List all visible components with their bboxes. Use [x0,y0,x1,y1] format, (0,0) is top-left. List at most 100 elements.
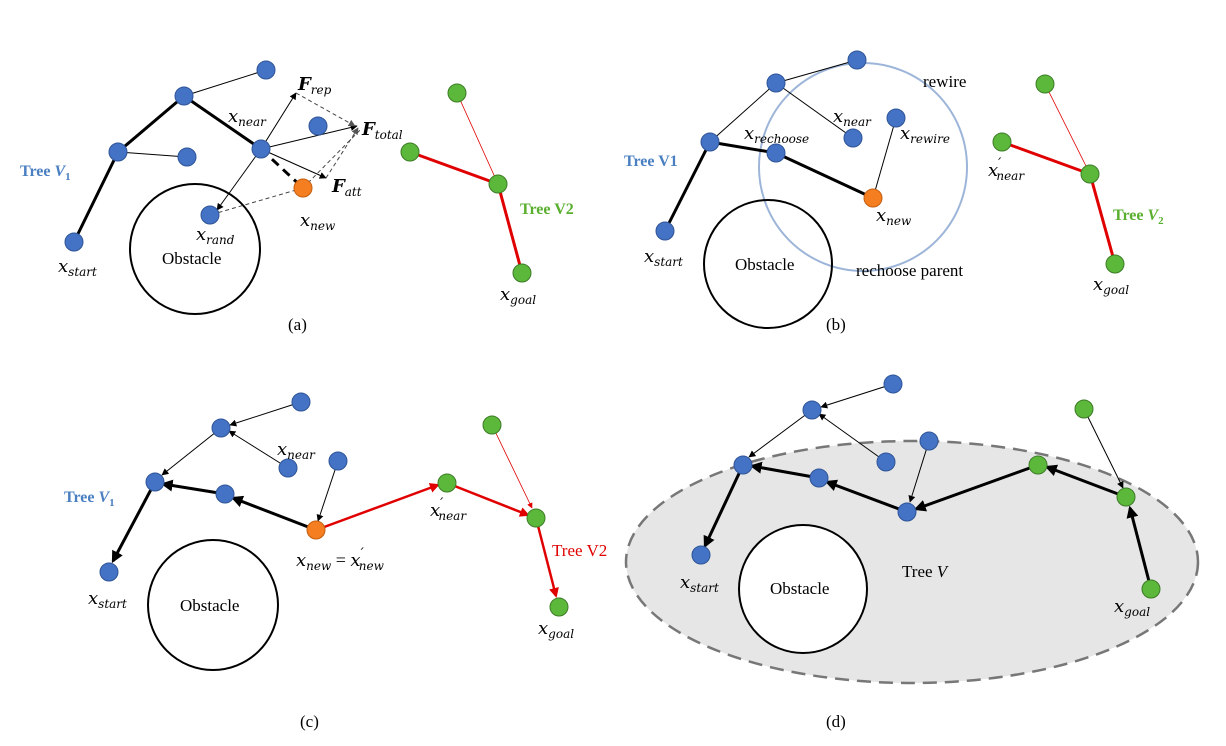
node [526,508,546,528]
node [256,60,276,80]
tree-main-path [703,461,1153,590]
node [328,451,348,471]
node-x-near [251,139,271,159]
tree-v1-path [663,140,874,232]
node-x-near-prime [992,132,1012,152]
node [308,116,328,136]
node-x-new [306,520,326,540]
rewire-label: rewire [923,72,966,91]
node-x-start [655,221,675,241]
panel-d-caption: (d) [826,712,846,731]
node [897,502,917,522]
obstacle-circle [703,199,833,329]
x-goal-label: xgoal [1114,596,1150,619]
tree-v2-label: Tree V2 [520,201,574,218]
tree-v2-path [315,481,559,598]
tree-v1-path [111,479,317,564]
obstacle-circle [129,183,261,315]
node-x-goal [512,263,532,283]
node [488,174,508,194]
obstacle-circle [147,539,279,671]
tree-v2-label: Tree V2 [552,541,607,560]
panel-b: Obstacle Tree V1 Tree V2 r [624,50,1164,334]
x-new-label: xnew [300,210,336,233]
node [211,418,231,438]
node [174,86,194,106]
node-x-start [99,562,119,582]
obstacle-circle [738,524,868,654]
x-new-label: xnew [876,205,912,228]
x-start-label: xstart [58,256,97,279]
tree-thin-edges [748,383,1124,503]
near-new-dashed-edge [259,147,305,190]
x-near-label: xnear [228,106,267,129]
node [1028,455,1048,475]
panel-b-caption: (b) [826,315,846,334]
tree-v2-thin-edge [456,92,499,185]
x-start-label: xstart [88,588,127,611]
tree-v2-path [1001,140,1117,265]
tree-v2-label: Tree V2 [1113,207,1164,227]
tree-v1-path [72,94,262,243]
x-goal-label: xgoal [500,284,536,307]
node-x-rand [200,205,220,225]
node [809,468,829,488]
obstacle-label: Obstacle [180,596,239,615]
node-x-rewire [886,108,906,128]
panel-c: Obstacle Tree V1 Tree V [64,392,607,731]
node [876,452,896,472]
node [802,400,822,420]
x-near-prime-label: x′near [988,156,1025,183]
node [1080,164,1100,184]
node-x-start [691,545,711,565]
tree-v1-thin-edges [709,59,897,199]
force-dashed-lines [209,92,363,216]
node-x-start [64,232,84,252]
node [1074,399,1094,419]
force-arrows [216,92,358,211]
node [177,147,197,167]
node [919,431,939,451]
x-near-prime-label: x′near [430,496,467,523]
node [883,374,903,394]
rechoose-parent-label: rechoose parent [856,261,963,280]
x-rechoose-label: xrechoose [744,123,809,146]
f-rep-label: Frep [297,74,332,97]
obstacle-label: Obstacle [735,255,794,274]
node [700,132,720,152]
tree-v1-label: Tree V1 [624,153,678,170]
node [145,472,165,492]
x-start-label: xstart [680,572,719,595]
obstacle-label: Obstacle [162,249,221,268]
node [766,73,786,93]
node [847,50,867,70]
node [733,455,753,475]
obstacle-label: Obstacle [770,579,829,598]
panel-a: Obstacle [20,60,574,334]
tree-v2-thin-edge [1044,83,1091,175]
node-x-rechoose [766,143,786,163]
node [1035,74,1055,94]
tree-v2-thin-edge [491,424,533,509]
node [1116,487,1136,507]
x-start-label: xstart [644,246,683,269]
node-x-goal [549,597,569,617]
x-new-eq-label: xnew = x′new [296,546,385,573]
node-x-goal [1105,254,1125,274]
panel-c-caption: (c) [300,712,319,731]
f-total-label: Ftotal [361,119,403,142]
node [400,142,420,162]
rewire-circle [758,62,968,272]
node [482,415,502,435]
f-att-label: Fatt [331,176,362,199]
node-x-goal [1141,579,1161,599]
x-near-label: xnear [277,439,316,462]
tree-v-label: Tree V [902,562,950,581]
panel-a-caption: (a) [288,315,307,334]
node-x-near-prime [437,473,457,493]
tree-v1-thin-edges [161,401,339,522]
node-x-new [293,178,313,198]
node [447,83,467,103]
tree-v1-label: Tree V1 [20,163,71,183]
